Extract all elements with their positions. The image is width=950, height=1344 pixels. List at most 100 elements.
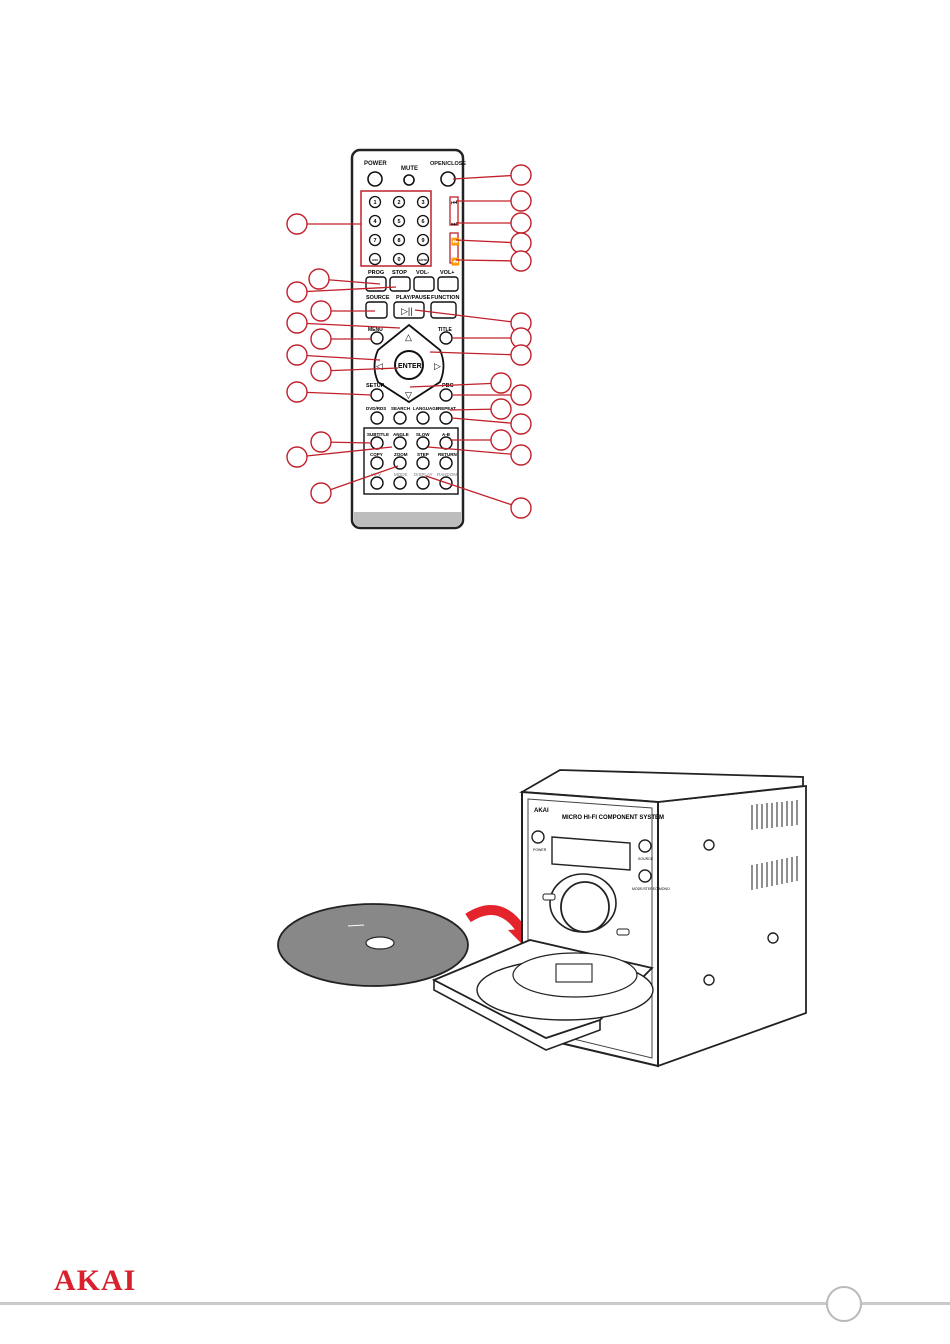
keypad-button-label: 7 <box>373 238 376 244</box>
label-function: FUNCTION <box>431 295 459 301</box>
keypad-button[interactable] <box>416 214 430 228</box>
knob-right-button[interactable] <box>616 928 630 936</box>
page-number-badge <box>826 1286 862 1322</box>
source-button[interactable] <box>365 301 388 319</box>
side-vents <box>751 800 798 890</box>
keypad-button-label: 3 <box>421 200 424 206</box>
callout-circle <box>510 190 532 212</box>
next-icon[interactable]: ⏭ <box>451 221 458 228</box>
callout-circle <box>286 312 308 334</box>
down-arrow-icon[interactable]: ▽ <box>405 390 412 400</box>
menu-button[interactable] <box>370 331 384 345</box>
slow-button[interactable] <box>416 436 430 450</box>
language-button[interactable] <box>416 411 430 425</box>
open-close-button[interactable] <box>440 171 456 187</box>
label-language: LANGUAGE <box>413 406 439 411</box>
keypad-button[interactable] <box>368 233 382 247</box>
angle-button[interactable] <box>393 436 407 450</box>
label-stop: STOP <box>392 270 407 276</box>
copy-button[interactable] <box>370 456 384 470</box>
repeat-button[interactable] <box>439 411 453 425</box>
mute-button[interactable] <box>403 174 415 186</box>
keypad-button[interactable] <box>392 233 406 247</box>
label-mode: MODE <box>394 472 408 477</box>
forward-icon[interactable]: ⏩ <box>451 237 460 246</box>
keypad-button[interactable] <box>368 214 382 228</box>
callout-circle <box>490 429 512 451</box>
callout-circle <box>308 268 330 290</box>
search-buttons-highlight <box>449 232 459 264</box>
label-return: RETURN <box>438 452 457 457</box>
keypad-button[interactable] <box>392 252 406 266</box>
label-vfv: V/FV <box>371 472 381 477</box>
callout-circle <box>286 381 308 403</box>
label-copy: COPY <box>370 452 383 457</box>
keypad-button[interactable] <box>392 195 406 209</box>
lower-function-panel <box>363 427 459 495</box>
power-button[interactable] <box>367 171 383 187</box>
up-arrow-icon[interactable]: △ <box>405 332 412 342</box>
prev-icon[interactable]: ⏮ <box>451 200 457 207</box>
subtitle-button[interactable] <box>370 436 384 450</box>
label-step: STEP <box>417 452 429 457</box>
vol-minus-button[interactable] <box>413 276 435 292</box>
label-search: SEARCH <box>391 406 410 411</box>
device-power-button[interactable] <box>531 830 545 844</box>
a-b-button[interactable] <box>439 436 453 450</box>
right-arrow-icon[interactable]: ▷ <box>434 361 441 371</box>
knob-left-button[interactable] <box>542 893 556 901</box>
title-button[interactable] <box>439 331 453 345</box>
search-button[interactable] <box>393 411 407 425</box>
dvd-rds-button[interactable] <box>370 411 384 425</box>
left-arrow-icon[interactable]: ◁ <box>376 361 383 371</box>
device-brand-label: AKAI <box>534 808 549 814</box>
keypad-button-label: GOTO <box>419 258 428 262</box>
vol-plus-button[interactable] <box>437 276 459 292</box>
vfv-button[interactable] <box>370 476 384 490</box>
pbc-button[interactable] <box>439 388 453 402</box>
callout-markers <box>286 164 532 519</box>
label-play-pause: PLAY/PAUSE <box>396 295 431 301</box>
footer-rule-right <box>862 1302 950 1305</box>
keypad-button[interactable] <box>416 195 430 209</box>
rewind-icon[interactable]: ⏪ <box>451 257 460 266</box>
play-pause-button[interactable] <box>393 301 425 319</box>
enter-button[interactable] <box>394 350 424 380</box>
device-source-button[interactable] <box>638 839 652 853</box>
device-mode-label: MODE/STEREO/MONO <box>632 887 670 891</box>
stop-button[interactable] <box>389 276 411 292</box>
callout-leader-line <box>429 351 522 356</box>
setup-button[interactable] <box>370 388 384 402</box>
callout-circle <box>310 360 332 382</box>
device-mode-button[interactable] <box>638 869 652 883</box>
step-button[interactable] <box>416 456 430 470</box>
keypad-button[interactable] <box>416 252 430 266</box>
keypad-button[interactable] <box>368 195 382 209</box>
callout-leader-line <box>296 354 381 361</box>
device-model-label: MICRO HI-FI COMPONENT SYSTEM <box>562 815 664 821</box>
callout-circle <box>310 431 332 453</box>
display-button[interactable] <box>416 476 430 490</box>
keypad-button-label: 0 <box>397 257 400 263</box>
label-prog: PROG <box>368 270 384 276</box>
return-button[interactable] <box>439 456 453 470</box>
label-angle: ANGLE <box>393 432 409 437</box>
label-title: TITLE <box>438 327 453 333</box>
volume-knob[interactable] <box>560 881 610 933</box>
keypad-button[interactable] <box>392 214 406 228</box>
label-open-close: OPEN/CLOSE <box>430 161 466 167</box>
keypad-button[interactable] <box>368 252 382 266</box>
keypad-button-label: 5 <box>397 219 400 225</box>
device-power-label: POWER <box>533 848 547 852</box>
callout-circle <box>310 300 332 322</box>
function-button[interactable] <box>430 301 457 319</box>
tray-spindle-slot <box>555 963 593 983</box>
callout-circle <box>310 328 332 350</box>
callout-leader-line <box>296 446 393 458</box>
mode-button[interactable] <box>393 476 407 490</box>
keypad-button[interactable] <box>416 233 430 247</box>
label-random: RANDOM <box>437 472 457 477</box>
callout-circle <box>510 344 532 366</box>
callout-circle <box>286 446 308 468</box>
